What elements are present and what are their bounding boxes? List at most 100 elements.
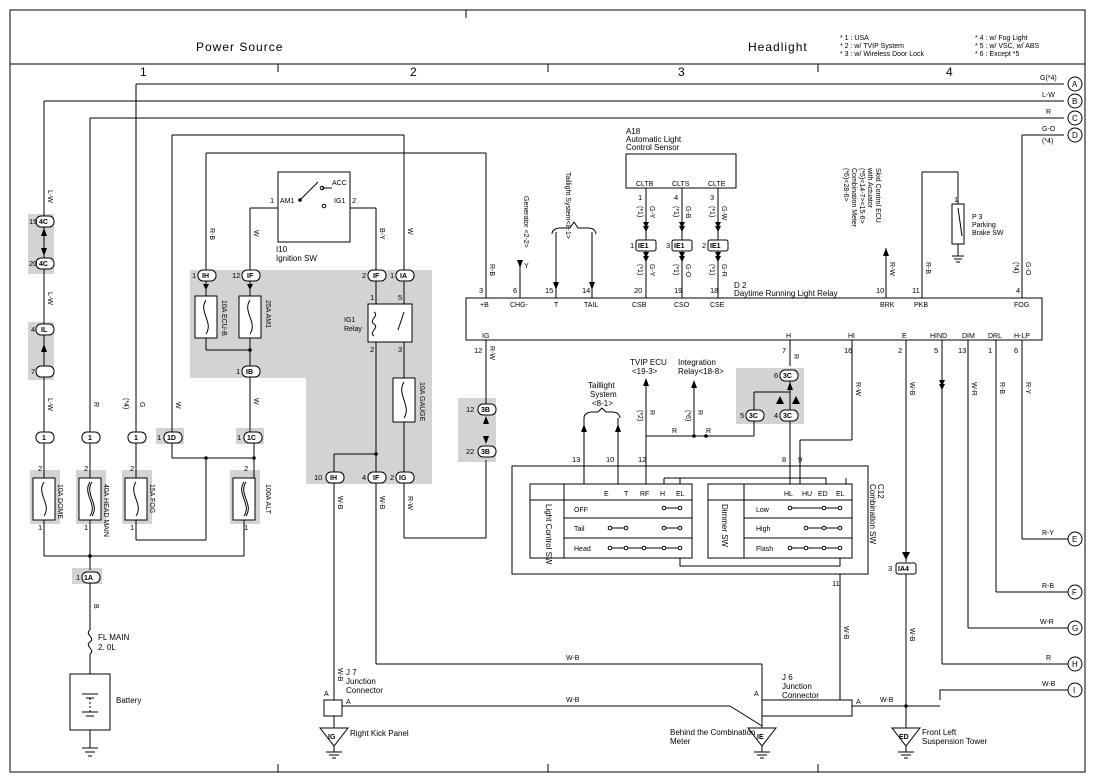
svg-text:Control Sensor: Control Sensor	[626, 143, 680, 152]
connector-d: D	[1067, 127, 1083, 143]
svg-text:4: 4	[362, 473, 366, 482]
svg-text:2: 2	[84, 464, 88, 473]
svg-text:W-B: W-B	[336, 668, 343, 682]
svg-text:2: 2	[390, 473, 394, 482]
svg-text:3C: 3C	[783, 413, 792, 420]
svg-text:W: W	[174, 402, 181, 409]
svg-text:I10: I10	[276, 245, 288, 254]
svg-text:H-LP: H-LP	[1014, 333, 1030, 340]
parking-brake-switch: 1 P 3 Parking Brake SW	[951, 195, 1004, 245]
svg-text:10A ECU-B: 10A ECU-B	[220, 300, 227, 336]
svg-text:12: 12	[232, 271, 240, 280]
svg-text:T: T	[624, 491, 629, 498]
connector-1d: 1D	[163, 431, 183, 444]
svg-text:IA4: IA4	[898, 566, 909, 573]
svg-text:2: 2	[898, 346, 902, 355]
combination-switch: C12 Combination SW Light Control SW E T …	[511, 465, 885, 575]
svg-text:W: W	[252, 230, 259, 237]
svg-text:PKB: PKB	[914, 302, 928, 309]
svg-text:3: 3	[398, 345, 402, 354]
svg-text:1: 1	[192, 271, 196, 280]
svg-text:1: 1	[130, 523, 134, 532]
svg-text:5: 5	[934, 346, 938, 355]
svg-text:(*1): (*1)	[636, 264, 643, 275]
svg-text:BRK: BRK	[880, 302, 895, 309]
svg-text:Behind the Combination: Behind the Combination	[670, 728, 755, 737]
svg-text:C: C	[1072, 114, 1078, 123]
connector-3c-4: 3C	[779, 409, 799, 422]
connector-1-dome: 1	[35, 431, 55, 444]
svg-text:2: 2	[244, 464, 248, 473]
svg-text:12: 12	[474, 346, 482, 355]
svg-text:L-W: L-W	[46, 398, 53, 411]
connector-4c-top: 4C	[35, 215, 55, 228]
connector-if-top-am1: IF	[241, 269, 261, 282]
svg-text:IE1: IE1	[674, 243, 685, 250]
svg-text:2: 2	[38, 464, 42, 473]
junction-connector-j7: A A J 7 Junction Connector	[323, 668, 383, 717]
svg-text:2: 2	[362, 271, 366, 280]
note-5: * 5 : w/ VSC, w/ ABS	[975, 43, 1040, 50]
svg-text:1: 1	[157, 433, 161, 442]
svg-text:A18: A18	[626, 127, 641, 136]
svg-text:ACC: ACC	[332, 180, 347, 187]
connector-if-top-relay: IF	[367, 269, 387, 282]
svg-text:T: T	[554, 302, 559, 309]
svg-text:High: High	[756, 526, 771, 533]
svg-text:1: 1	[76, 573, 80, 582]
svg-text:W-B: W-B	[908, 628, 915, 642]
svg-text:R: R	[792, 354, 799, 359]
svg-text:IG1: IG1	[344, 317, 355, 324]
svg-text:L-W: L-W	[46, 292, 53, 305]
svg-text:IH: IH	[330, 475, 337, 482]
taillight-ref-top: Taillight System<8-1>	[564, 172, 571, 239]
svg-text:1: 1	[88, 435, 92, 442]
connector-1c: 1C	[243, 431, 263, 444]
svg-text:(*1): (*1)	[636, 206, 643, 217]
svg-text:3: 3	[710, 193, 714, 202]
generator-ref: Generator <2-2>	[522, 196, 529, 248]
connector-ic	[35, 365, 55, 378]
connector-e: E	[1067, 531, 1083, 547]
svg-text:ED: ED	[818, 491, 828, 498]
svg-text:IH: IH	[202, 273, 209, 280]
connector-ia4: IA4	[895, 562, 917, 575]
svg-text:4: 4	[674, 193, 678, 202]
svg-text:3C: 3C	[749, 413, 758, 420]
svg-text:G-Y: G-Y	[648, 206, 655, 219]
svg-text:3: 3	[888, 564, 892, 573]
svg-text:B-Y: B-Y	[378, 228, 385, 240]
power-source-title: Power Source	[196, 40, 283, 54]
connector-1-headmain: 1	[81, 431, 101, 444]
svg-text:22: 22	[466, 447, 474, 456]
svg-text:R: R	[1046, 655, 1051, 662]
svg-text:3C: 3C	[783, 373, 792, 380]
svg-text:R-W: R-W	[854, 382, 861, 396]
connector-ie1-2: IE1	[707, 239, 729, 252]
svg-text:20: 20	[634, 286, 642, 295]
svg-text:DIM: DIM	[962, 333, 975, 340]
svg-text:1C: 1C	[247, 435, 256, 442]
connector-3c-6: 3C	[779, 369, 799, 382]
svg-text:W-B: W-B	[336, 496, 343, 510]
svg-text:Combination Meter: Combination Meter	[850, 168, 857, 228]
svg-text:(*1): (*1)	[708, 264, 715, 275]
svg-text:(*1): (*1)	[672, 264, 679, 275]
svg-text:R-Y: R-Y	[1042, 530, 1054, 537]
svg-text:4: 4	[1016, 286, 1020, 295]
connector-ig: IG	[395, 471, 415, 484]
svg-text:10: 10	[876, 286, 884, 295]
svg-text:Brake SW: Brake SW	[972, 230, 1004, 237]
svg-text:IL: IL	[41, 327, 48, 334]
wire-c-color: R	[1046, 109, 1051, 116]
svg-text:1: 1	[84, 523, 88, 532]
svg-text:6: 6	[1014, 346, 1018, 355]
svg-text:Head: Head	[574, 546, 591, 553]
svg-text:R-B: R-B	[998, 382, 1005, 394]
svg-text:1: 1	[244, 523, 248, 532]
svg-text:P 3: P 3	[972, 214, 982, 221]
svg-text:2: 2	[370, 345, 374, 354]
svg-text:19: 19	[674, 286, 682, 295]
svg-text:G: G	[138, 402, 145, 407]
svg-text:H: H	[660, 491, 665, 498]
